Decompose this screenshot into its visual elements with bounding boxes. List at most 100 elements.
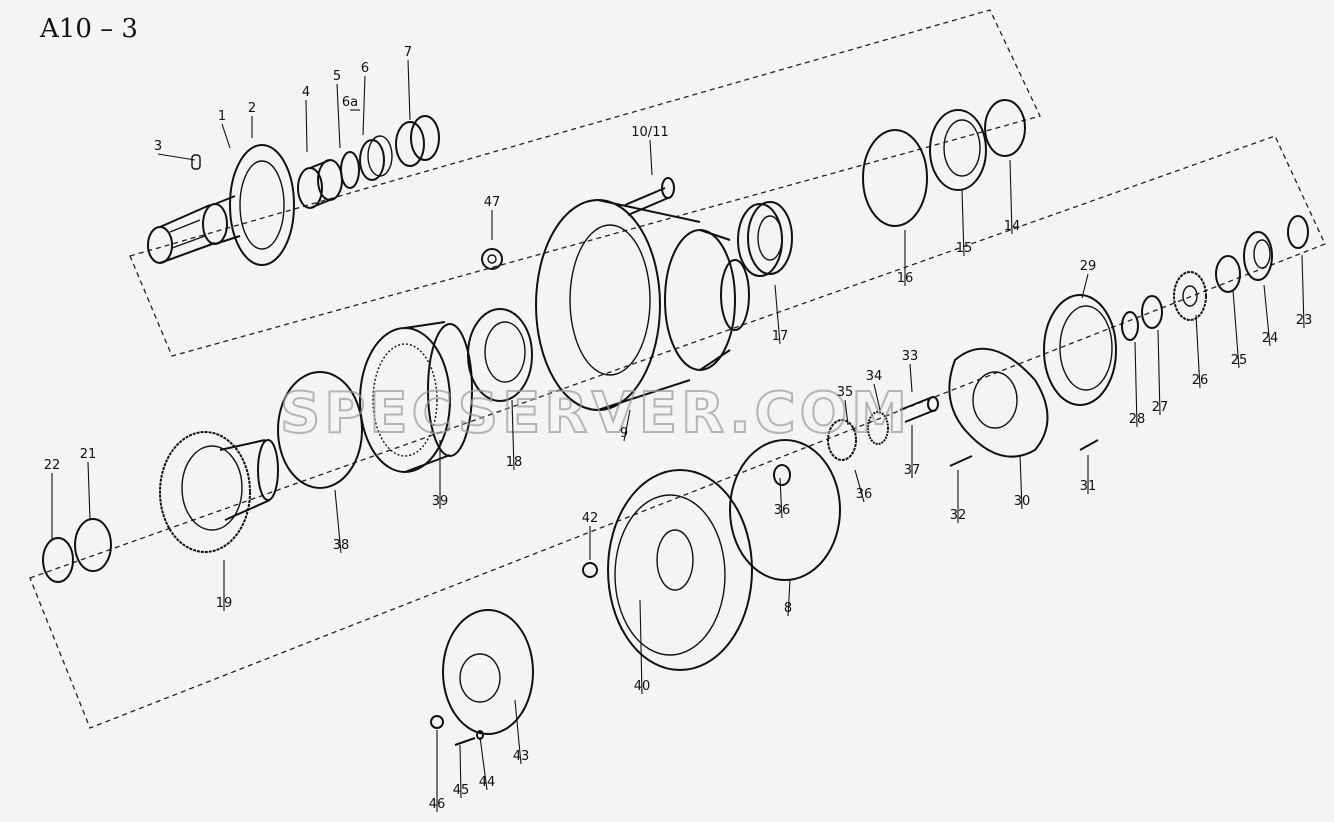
bolt-31 (1079, 439, 1099, 451)
part-number-c21: 21 (80, 447, 97, 462)
leader-line-c7 (407, 59, 411, 121)
bearing-15 (929, 109, 987, 191)
gear-26 (1173, 271, 1207, 321)
part-number-c1: 1 (218, 109, 226, 124)
bush-25 (1215, 255, 1241, 293)
part-number-c31: 31 (1080, 479, 1097, 494)
leader-line-c6 (362, 75, 366, 136)
part-number-c3: 3 (154, 139, 162, 154)
plug-42 (582, 562, 598, 578)
ring-23 (1287, 215, 1309, 249)
o-ring-8 (729, 439, 841, 581)
screw-45 (454, 737, 476, 746)
end-cap-43 (442, 609, 534, 735)
part-number-c24: 24 (1262, 331, 1279, 346)
bolt-10-11 (624, 177, 675, 216)
part-number-c36b: 36 (774, 503, 791, 518)
sun-gear-19 (159, 431, 279, 553)
leader-line-c30 (1019, 454, 1023, 510)
circlip-28 (1121, 311, 1139, 341)
part-number-c35: 35 (837, 385, 854, 400)
pin-32 (949, 455, 973, 467)
ring-14 (984, 99, 1026, 157)
part-number-c33: 33 (902, 349, 919, 364)
leader-line-c1011 (649, 139, 653, 176)
needle-roller-34 (867, 411, 889, 445)
needle-bearing-4 (297, 159, 343, 209)
part-number-c26: 26 (1192, 373, 1209, 388)
part-number-c17: 17 (772, 329, 789, 344)
thrust-washer-36 (773, 464, 791, 486)
part-number-c4: 4 (302, 85, 310, 100)
part-number-c9: 9 (620, 426, 628, 441)
part-number-c5: 5 (333, 69, 341, 84)
ring-gear-39 (359, 321, 473, 473)
leader-line-c23 (1301, 254, 1305, 329)
leader-line-c33 (909, 363, 913, 393)
leader-line-c26 (1195, 314, 1201, 389)
part-number-c6a: 6a (342, 95, 358, 110)
plug-46 (430, 715, 444, 729)
part-number-c34: 34 (866, 369, 883, 384)
seal-17 (737, 201, 793, 277)
leader-line-c25 (1232, 289, 1240, 369)
part-number-c1011: 10/11 (631, 125, 668, 140)
part-number-c16: 16 (897, 271, 914, 286)
leader-line-c3 (157, 153, 196, 161)
leader-line-c29 (1081, 273, 1089, 299)
leader-line-c21 (87, 461, 91, 521)
upper-assembly-boundary (129, 9, 1041, 357)
leader-line-c1 (221, 123, 231, 149)
planet-carrier-30 (948, 347, 1049, 458)
leader-line-c43 (514, 699, 522, 765)
part-number-c30: 30 (1014, 494, 1031, 509)
callout-labels: 1234566a710/1147161514172928272625242333… (44, 45, 1312, 812)
leader-line-c15 (961, 189, 965, 257)
part-number-c36a: 36 (856, 487, 873, 502)
part-number-c46: 46 (429, 797, 446, 812)
part-number-c2: 2 (248, 101, 256, 116)
ring-5 (340, 151, 360, 189)
output-flange-shaft (147, 144, 295, 266)
part-number-c45: 45 (453, 783, 470, 798)
leader-line-c14 (1009, 159, 1013, 235)
ring-16 (862, 129, 928, 227)
leader-line-c17 (774, 284, 781, 345)
lower-assembly-boundary (29, 135, 1326, 729)
part-number-c38: 38 (333, 538, 350, 553)
part-number-c19: 19 (216, 596, 233, 611)
snap-ring-38 (277, 371, 363, 489)
planetary-housing-9 (535, 199, 750, 411)
leader-line-c45 (459, 744, 462, 799)
lock-plate-22 (42, 537, 74, 583)
diagram-title: A10 – 3 (40, 14, 138, 44)
nut-47 (481, 248, 503, 270)
watermark-text: SPECSERVER.COM (280, 381, 911, 446)
part-number-c14: 14 (1004, 219, 1021, 234)
leader-line-c9 (623, 409, 631, 442)
part-number-c6: 6 (361, 61, 369, 76)
leader-line-c34 (873, 383, 881, 411)
washer-21 (74, 518, 112, 572)
leader-line-c35 (844, 399, 849, 426)
planet-gear-35 (827, 419, 857, 461)
part-number-c40: 40 (634, 679, 651, 694)
ring-6 (359, 139, 385, 181)
part-number-c44: 44 (479, 775, 496, 790)
part-number-c27: 27 (1152, 400, 1169, 415)
leader-line-c5 (336, 83, 341, 149)
part-number-c7: 7 (404, 45, 412, 60)
part-number-c22: 22 (44, 458, 61, 473)
bush-7 (395, 115, 440, 167)
leader-line-c18 (511, 399, 515, 471)
leader-line-c8 (787, 579, 791, 617)
part-number-c8: 8 (784, 601, 792, 616)
ring-29 (1043, 294, 1117, 406)
part-number-c42: 42 (582, 511, 599, 526)
part-number-c25: 25 (1231, 353, 1248, 368)
leader-line-c28 (1134, 341, 1138, 428)
leader-line-c36b (779, 477, 783, 519)
leader-line-c27 (1157, 329, 1161, 416)
bearing-24 (1243, 231, 1273, 281)
